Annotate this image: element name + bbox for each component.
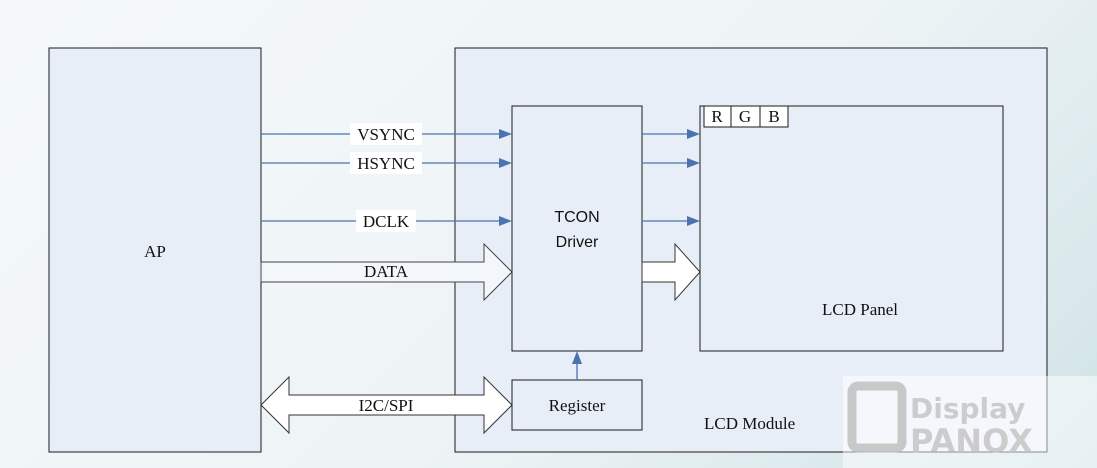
ap-box [48,47,262,453]
data-label: DATA [364,262,409,281]
lcd-panel-label: LCD Panel [822,300,898,319]
watermark-logo-mark [847,381,907,453]
dclk-label-bg [356,210,416,232]
register-label: Register [549,396,606,415]
vsync-label: VSYNC [357,125,415,144]
rgb-b-label: B [768,107,779,126]
vsync-arrowhead [499,129,512,139]
i2c-spi-label: I2C/SPI [359,396,414,415]
dclk-arrowhead [499,216,512,226]
tcon-panel-arrowhead-1 [687,129,700,139]
tcon-label: TCON [554,209,599,226]
vsync-label-bg [350,123,422,145]
data-bus-arrow [260,242,513,302]
tcon-panel-arrowhead-2 [687,158,700,168]
hsync-arrowhead [499,158,512,168]
rgb-cell-b [759,105,789,128]
watermark-line2: PANOX [910,422,1033,460]
driver-label: Driver [556,234,599,251]
hsync-label-bg [350,152,422,174]
tcon-panel-arrowhead-3 [687,216,700,226]
watermark-line1: Display [910,392,1025,425]
ap-label: AP [144,242,166,261]
panox-watermark: Display PANOX [843,376,1097,468]
dclk-label: DCLK [363,212,410,231]
lcd-module-label: LCD Module [704,414,795,433]
lcd-panel-box [699,105,1004,352]
rgb-r-label: R [711,107,723,126]
tcon-panel-bus-arrow [641,242,701,302]
tcon-driver-box [511,105,643,352]
hsync-label: HSYNC [357,154,415,173]
i2c-spi-bus-arrow [260,375,513,435]
register-tcon-arrowhead [572,351,582,364]
rgb-g-label: G [739,107,751,126]
